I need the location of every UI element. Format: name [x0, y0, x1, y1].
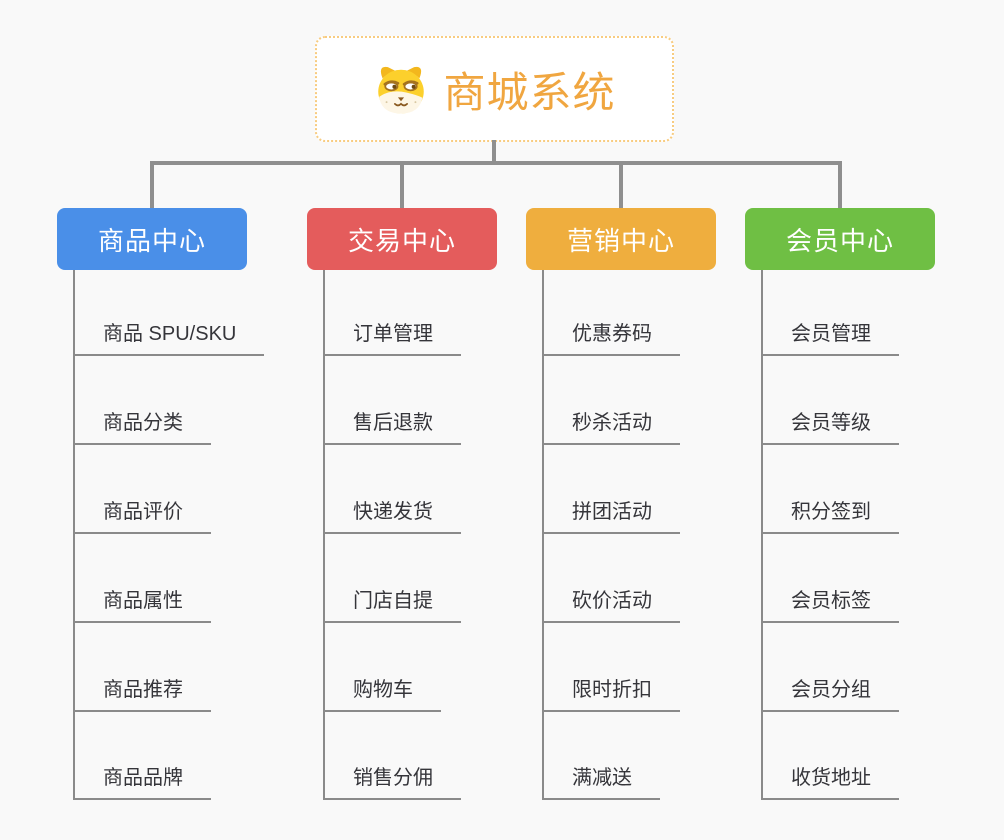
branch-marketing-center: 营销中心优惠券码秒杀活动拼团活动砍价活动限时折扣满减送	[526, 208, 816, 820]
branch-trunk	[761, 270, 763, 800]
root-title: 商城系统	[443, 68, 616, 116]
leaf-item[interactable]: 会员分组	[761, 674, 899, 712]
leaf-item[interactable]: 限时折扣	[542, 674, 680, 712]
leaf-item[interactable]: 收货地址	[761, 762, 899, 800]
connector-drop-marketing-center	[619, 161, 623, 209]
doge-icon	[373, 63, 429, 115]
connector-drop-member-center	[838, 161, 842, 209]
branch-label: 商品中心	[97, 225, 206, 256]
leaf-item[interactable]: 会员标签	[761, 585, 899, 623]
leaf-item[interactable]: 售后退款	[323, 407, 461, 445]
leaf-item[interactable]: 商品评价	[73, 496, 211, 534]
branch-label: 交易中心	[347, 225, 456, 256]
leaf-item[interactable]: 商品属性	[73, 585, 211, 623]
branch-label: 营销中心	[566, 225, 675, 256]
leaf-item[interactable]: 订单管理	[323, 318, 461, 356]
leaf-item[interactable]: 优惠券码	[542, 318, 680, 356]
connector-drop-trade-center	[400, 161, 404, 209]
leaf-item[interactable]: 会员管理	[761, 318, 899, 356]
leaf-item[interactable]: 商品分类	[73, 407, 211, 445]
leaf-item[interactable]: 满减送	[542, 762, 660, 800]
root-node[interactable]: 商城系统	[315, 36, 674, 142]
leaf-item[interactable]: 商品推荐	[73, 674, 211, 712]
leaf-item[interactable]: 商品品牌	[73, 762, 211, 800]
branch-trade-center: 交易中心订单管理售后退款快递发货门店自提购物车销售分佣	[307, 208, 597, 820]
branch-trunk	[73, 270, 75, 800]
leaf-item[interactable]: 积分签到	[761, 496, 899, 534]
leaf-item[interactable]: 销售分佣	[323, 762, 461, 800]
connector-drop-product-center	[150, 161, 154, 209]
branch-member-center: 会员中心会员管理会员等级积分签到会员标签会员分组收货地址	[745, 208, 1004, 820]
branch-node-member-center[interactable]: 会员中心	[745, 208, 935, 270]
branch-trunk	[323, 270, 325, 800]
leaf-item[interactable]: 购物车	[323, 674, 441, 712]
branch-product-center: 商品中心商品 SPU/SKU 商品分类商品评价商品属性商品推荐商品品牌	[57, 208, 347, 820]
leaf-item[interactable]: 秒杀活动	[542, 407, 680, 445]
branch-node-trade-center[interactable]: 交易中心	[307, 208, 497, 270]
leaf-item[interactable]: 商品 SPU/SKU	[73, 318, 265, 356]
branch-trunk	[542, 270, 544, 800]
leaf-item[interactable]: 拼团活动	[542, 496, 680, 534]
leaf-item[interactable]: 砍价活动	[542, 585, 680, 623]
leaf-item[interactable]: 快递发货	[323, 496, 461, 534]
leaf-item[interactable]: 会员等级	[761, 407, 899, 445]
branch-node-marketing-center[interactable]: 营销中心	[526, 208, 716, 270]
branch-node-product-center[interactable]: 商品中心	[57, 208, 247, 270]
branch-label: 会员中心	[785, 225, 894, 256]
connector-bus	[150, 161, 842, 165]
leaf-item[interactable]: 门店自提	[323, 585, 461, 623]
connector-stem	[492, 140, 496, 164]
